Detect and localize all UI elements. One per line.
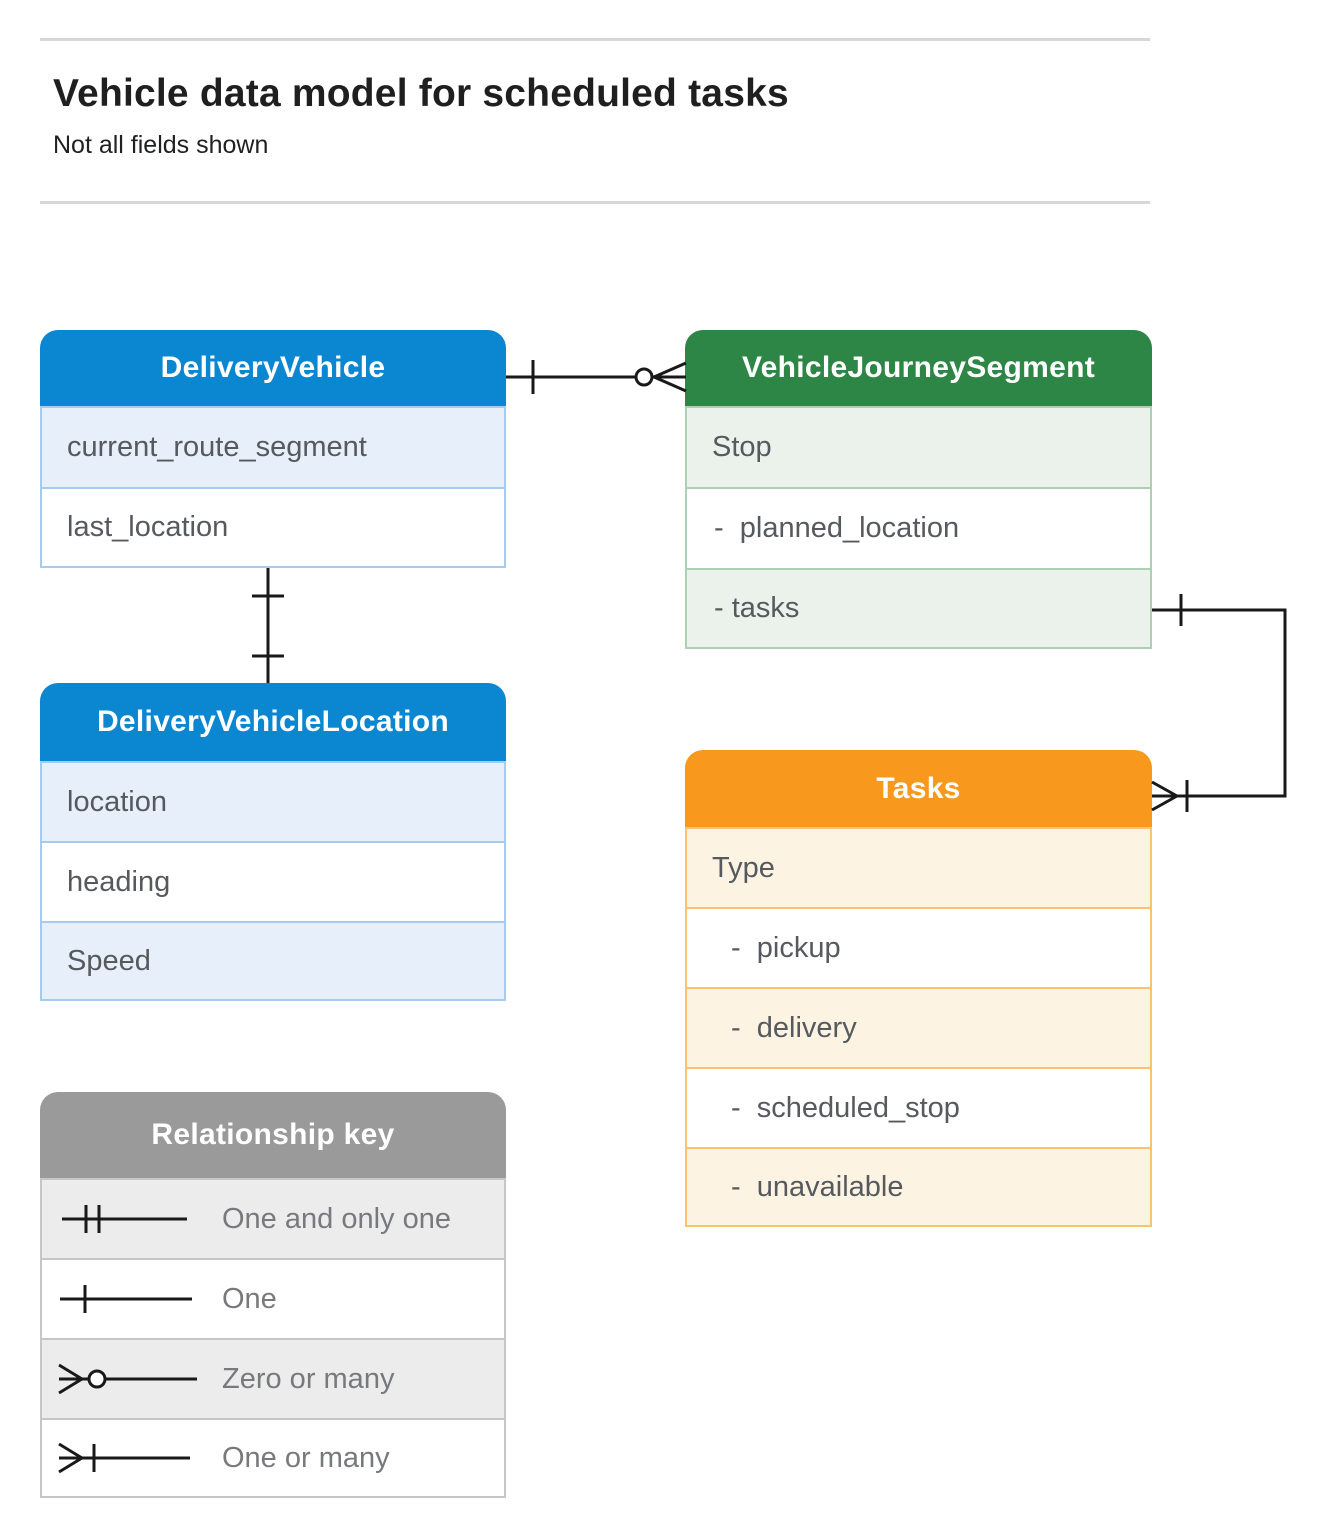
field-tasks: - tasks — [685, 568, 1152, 649]
field-type: Type — [685, 827, 1152, 907]
field-current-route-segment: current_route_segment — [40, 406, 506, 487]
page-title: Vehicle data model for scheduled tasks — [53, 72, 789, 115]
entity-tasks-title: Tasks — [685, 750, 1152, 827]
legend-item-one-or-many: One or many — [40, 1418, 506, 1498]
relationship-key: Relationship key One and only one One — [40, 1092, 506, 1498]
field-pickup: - pickup — [685, 907, 1152, 987]
entity-delivery-vehicle-title: DeliveryVehicle — [40, 330, 506, 406]
field-planned-location: - planned_location — [685, 487, 1152, 568]
field-last-location: last_location — [40, 487, 506, 568]
top-divider — [40, 38, 1150, 41]
header-divider — [40, 201, 1150, 204]
field-stop: Stop — [685, 406, 1152, 487]
zero-or-many-icon — [58, 1363, 197, 1395]
one-icon — [60, 1285, 192, 1313]
one-or-many-icon — [58, 1442, 190, 1474]
page-subtitle: Not all fields shown — [53, 131, 269, 159]
entity-delivery-vehicle-location-title: DeliveryVehicleLocation — [40, 683, 506, 761]
field-location: location — [40, 761, 506, 841]
entity-vehicle-journey-segment: VehicleJourneySegment Stop - planned_loc… — [685, 330, 1152, 649]
field-heading: heading — [40, 841, 506, 921]
connector-deliveryvehicle-vehiclejourneysegment — [506, 360, 687, 394]
legend-item-one-and-only-one: One and only one — [40, 1178, 506, 1258]
entity-delivery-vehicle: DeliveryVehicle current_route_segment la… — [40, 330, 506, 568]
legend-label: One or many — [222, 1441, 390, 1474]
entity-delivery-vehicle-location: DeliveryVehicleLocation location heading… — [40, 683, 506, 1001]
connector-deliveryvehicle-deliveryvehiclelocation — [252, 568, 284, 683]
legend-item-one: One — [40, 1258, 506, 1338]
field-unavailable: - unavailable — [685, 1147, 1152, 1227]
legend-item-zero-or-many: Zero or many — [40, 1338, 506, 1418]
legend-label: Zero or many — [222, 1362, 395, 1395]
relationship-key-title: Relationship key — [40, 1092, 506, 1178]
field-delivery: - delivery — [685, 987, 1152, 1067]
field-scheduled-stop: - scheduled_stop — [685, 1067, 1152, 1147]
entity-tasks: Tasks Type - pickup - delivery - schedul… — [685, 750, 1152, 1227]
connector-vehiclejourneysegment-tasks — [1151, 594, 1287, 812]
legend-label: One — [222, 1282, 277, 1315]
one-and-only-one-icon — [62, 1205, 187, 1233]
legend-label: One and only one — [222, 1202, 451, 1235]
entity-vehicle-journey-segment-title: VehicleJourneySegment — [685, 330, 1152, 406]
field-speed: Speed — [40, 921, 506, 1001]
